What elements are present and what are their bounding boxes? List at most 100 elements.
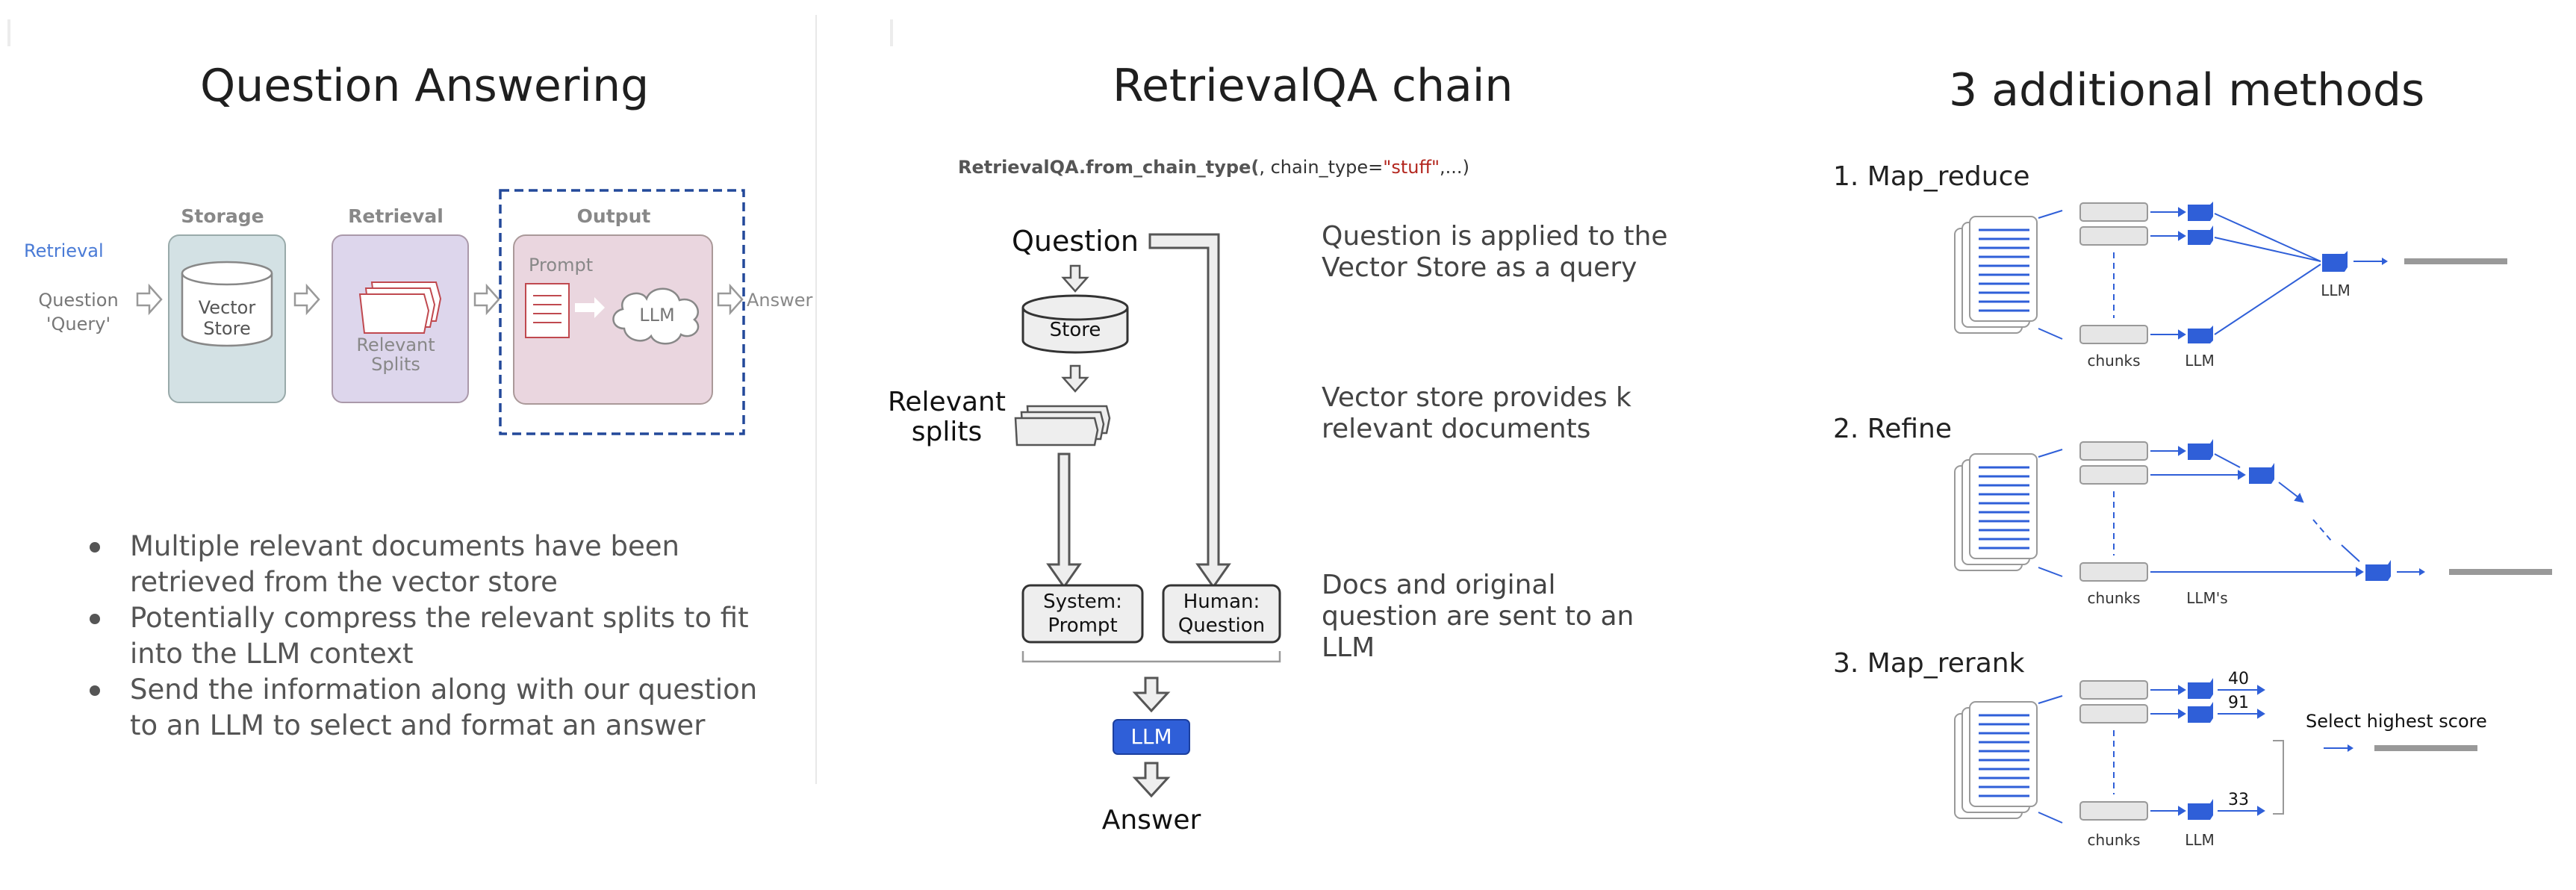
bullet-line: into the LLM context (130, 638, 414, 670)
method1-llm-label: LLM (2185, 352, 2215, 370)
rerank-llm-cube-icon (2188, 799, 2213, 820)
method3-llm-label: LLM (2185, 831, 2215, 849)
desc-docs-sent: Docs and original question are sent to a… (1322, 570, 1634, 664)
score-33: 33 (2228, 791, 2249, 809)
desc-line: LLM (1322, 632, 1375, 663)
select-highest-score-label: Select highest score (2306, 711, 2487, 732)
relevant-line1: Relevant (356, 334, 435, 355)
panel-divider-left (815, 15, 817, 784)
output-bar (2449, 569, 2552, 575)
retrievalqa-flow-diagram: Question Store Relevant splits System: P… (888, 225, 1281, 835)
docs-to-chunk-line (2038, 328, 2063, 340)
chunk-box (2079, 325, 2148, 344)
method2-chunks-label: chunks (2087, 589, 2140, 607)
corner-mark-left (7, 19, 10, 46)
arrow-storage-to-retrieval (293, 283, 320, 316)
question-line2: 'Query' (46, 314, 111, 334)
refine-llm-cube-icon (2188, 439, 2213, 460)
chunk-box (2079, 465, 2148, 485)
desc-line: Question is applied to the (1322, 221, 1668, 252)
human-line1: Human: (1183, 591, 1260, 613)
corner-mark-middle (890, 19, 893, 46)
code-function: RetrievalQA.from_chain_type( (958, 157, 1260, 178)
chunk-box (2079, 202, 2148, 222)
code-string: "stuff" (1383, 157, 1440, 178)
desc-vector-store: Vector store provides k relevant documen… (1322, 382, 1631, 445)
bracket-to-llm-arrow-icon (1132, 676, 1171, 713)
relevant-splits-line2: splits (912, 417, 982, 447)
prompt-to-llm-arrow-icon (575, 297, 605, 318)
splits-to-system-arrow-icon (1046, 452, 1082, 589)
human-question-box (1162, 584, 1281, 644)
question-line1: Question (38, 290, 118, 311)
desc-line: Docs and original (1322, 570, 1556, 600)
llm-box (1113, 719, 1190, 755)
rerank-llm-cube-icon (2188, 678, 2213, 699)
method1-chunks-label: chunks (2087, 352, 2140, 370)
arrow-question-to-storage (136, 283, 163, 316)
desc-line: Vector store provides k (1322, 382, 1631, 413)
output-bar (2404, 258, 2507, 264)
combine-bracket (1021, 651, 1281, 663)
refine-llm-cube-icon (2365, 560, 2391, 581)
question-answering-diagram: Retrieval Question 'Query' Storage Vecto… (24, 189, 813, 435)
arrow-output-to-answer (717, 283, 744, 316)
desc-line: relevant documents (1322, 414, 1591, 444)
prompt-document-icon (525, 283, 570, 338)
system-line2: Prompt (1048, 614, 1117, 637)
panel1-title: Question Answering (200, 60, 650, 112)
relevant-splits-line1: Relevant (888, 387, 1006, 417)
chunk-box (2079, 226, 2148, 246)
chunk-box (2079, 441, 2148, 461)
arrow-retrieval-to-output (473, 283, 500, 316)
vector-line1: Vector (199, 297, 256, 318)
panel2-title: RetrievalQA chain (1113, 60, 1513, 112)
llm-to-answer-arrow-icon (1132, 762, 1171, 798)
retrieval-label: Retrieval (24, 240, 104, 261)
bullet-dot-icon (90, 542, 100, 553)
question-to-store-arrow-icon (1061, 264, 1089, 293)
bullet-item: Multiple relevant documents have been re… (90, 529, 777, 600)
panel1-bullets: Multiple relevant documents have been re… (90, 529, 777, 744)
bullet-dot-icon (90, 614, 100, 624)
docs-to-chunk-line (2038, 210, 2063, 219)
docs-stack-icon (1954, 216, 2038, 334)
desc-line: Vector Store as a query (1322, 252, 1637, 283)
score-40: 40 (2228, 670, 2249, 688)
llm-cube-icon (2188, 202, 2213, 343)
chunk-box (2079, 801, 2148, 821)
code-args: , chain_type= (1259, 157, 1384, 178)
code-end: ,...) (1440, 157, 1469, 178)
docs-stack-icon (1954, 453, 2038, 571)
method1-final-llm-label: LLM (2321, 281, 2351, 299)
desc-line: question are sent to an (1322, 601, 1634, 632)
rerank-llm-cube-icon (2188, 702, 2213, 723)
chunk-box (2079, 704, 2148, 723)
bullet-line: Multiple relevant documents have been (130, 530, 679, 562)
docs-stack-icon (1954, 701, 2038, 819)
llm-box-label: LLM (1130, 724, 1172, 749)
bullet-line: to an LLM to select and format an answer (130, 709, 706, 741)
relevant-splits-icon (358, 281, 442, 334)
code-snippet: RetrievalQA.from_chain_type(, chain_type… (958, 157, 1469, 178)
refine-llm-cube-icon (2249, 463, 2274, 484)
method2-llms-label: LLM's (2186, 589, 2227, 607)
bullet-line: Potentially compress the relevant splits… (130, 602, 749, 634)
method2-heading: 2. Refine (1833, 414, 1952, 444)
human-line2: Question (1178, 614, 1265, 637)
bullet-item: Send the information along with our ques… (90, 672, 777, 744)
flow-question-label: Question (1012, 225, 1139, 258)
system-line1: System: (1043, 591, 1122, 613)
desc-query: Question is applied to the Vector Store … (1322, 221, 1668, 284)
vector-store-cylinder-icon (181, 261, 273, 347)
relevant-line2: Splits (371, 354, 420, 375)
rerank-bracket (2273, 740, 2284, 815)
bullet-line: Send the information along with our ques… (130, 673, 758, 706)
final-llm-cube-icon (2322, 251, 2348, 272)
panel3-title: 3 additional methods (1949, 64, 2425, 116)
bullet-dot-icon (90, 685, 100, 696)
score-91: 91 (2228, 694, 2249, 712)
prompt-label: Prompt (529, 255, 593, 276)
chunk-box (2079, 680, 2148, 700)
vector-line2: Store (203, 318, 250, 339)
